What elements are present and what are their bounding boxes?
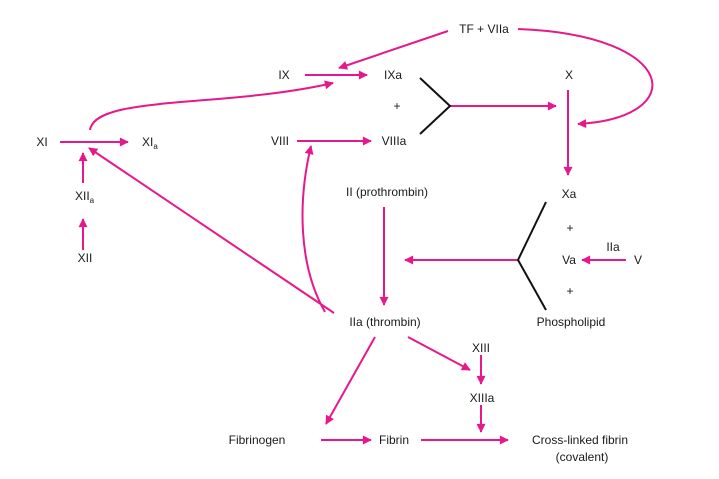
node-iia-small: IIa	[606, 240, 620, 254]
prothrombinase-complex-bracket	[516, 201, 547, 311]
node-thrombin: IIa (thrombin)	[349, 315, 420, 329]
node-ixa: IXa	[384, 68, 402, 82]
node-xi: XI	[36, 135, 47, 149]
node-crosslinked-fibrin: Cross-linked fibrin	[532, 433, 628, 447]
node-phospholipid: Phospholipid	[537, 315, 606, 329]
node-viiia: VIIIa	[382, 134, 407, 148]
node-prothrombin: II (prothrombin)	[346, 185, 428, 199]
node-xiia-subscript: a	[90, 196, 95, 205]
node-v: V	[634, 253, 642, 267]
node-viii: VIII	[271, 134, 289, 148]
node-fibrinogen: Fibrinogen	[229, 433, 286, 447]
node-xiiia: XIIIa	[470, 391, 495, 405]
node-xia: XIa	[142, 135, 158, 151]
node-xa: Xa	[562, 187, 577, 201]
node-xiia: XIIa	[75, 189, 95, 205]
node-x: X	[565, 68, 573, 82]
arrow-thrombin-to-fibrinogen	[325, 336, 376, 425]
arrow-thrombin-to-xiiia	[407, 336, 471, 371]
node-ix: IX	[278, 68, 289, 82]
arrow-tf-to-x	[517, 28, 654, 129]
node-xiii: XIII	[472, 341, 490, 355]
node-xiia-label: XII	[75, 189, 90, 203]
plus-sign: +	[566, 221, 573, 235]
node-xia-subscript: a	[153, 142, 158, 151]
node-va: Va	[562, 253, 576, 267]
node-fibrin: Fibrin	[379, 433, 409, 447]
node-tf-viia: TF + VIIa	[459, 22, 509, 36]
node-xii: XII	[78, 251, 93, 265]
arrow-thrombin-to-xi	[88, 147, 335, 314]
arrow-xi-to-ixa	[89, 80, 334, 131]
tenase-complex-bracket	[419, 77, 452, 135]
arrow-tf-to-ixa	[338, 30, 449, 70]
node-crosslinked-covalent: (covalent)	[556, 450, 609, 464]
node-xia-label: XI	[142, 135, 153, 149]
arrow-thrombin-to-viii	[301, 145, 326, 313]
plus-sign: +	[566, 284, 573, 298]
plus-sign: +	[393, 99, 400, 113]
